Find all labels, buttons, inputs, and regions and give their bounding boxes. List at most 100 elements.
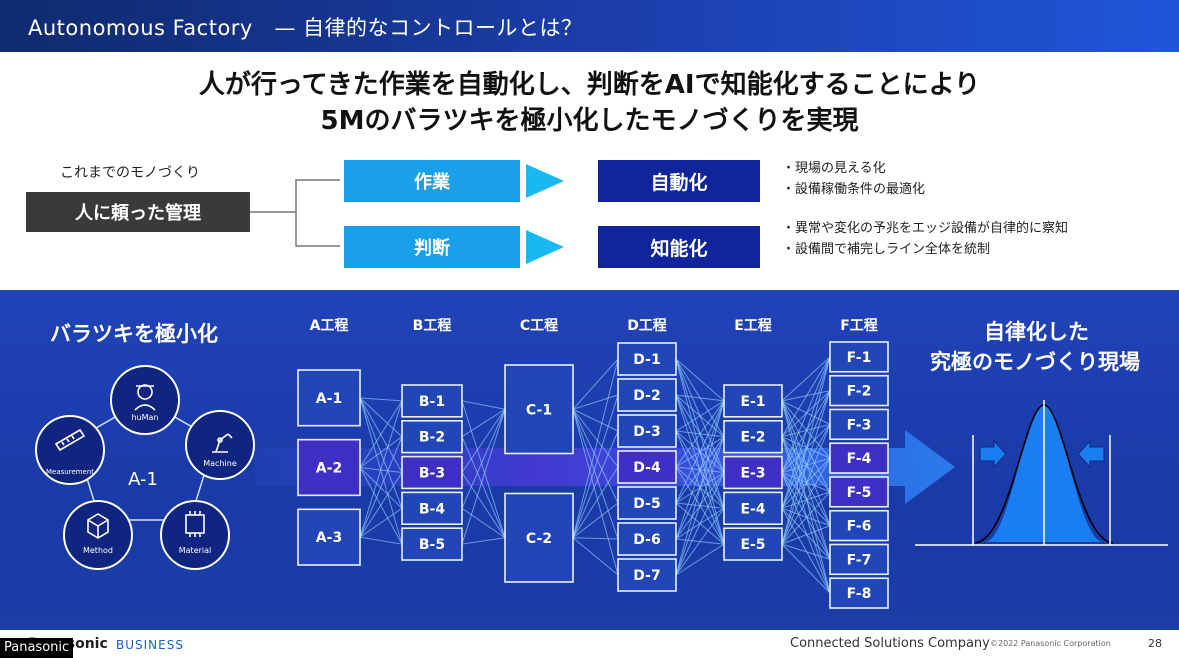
network-link [781,436,831,459]
network-link [359,397,403,402]
m-label-measurement: Measurement [46,468,94,476]
m-label-material: Material [179,546,212,555]
network-link [781,457,831,473]
process-node-label: F-3 [847,417,872,433]
process-node [297,438,361,497]
network-link [359,397,403,473]
robot-arm-icon [212,433,233,453]
process-node [297,369,361,427]
m-node-machine [185,410,255,480]
network-link [572,466,619,539]
network-link [781,472,831,493]
network-link [461,507,506,539]
network-link [781,472,831,526]
network-link [675,400,725,576]
process-node-label: E-2 [740,430,765,446]
network-link [461,537,506,545]
process-node-label: D-3 [633,424,660,440]
network-link [781,491,831,545]
network-link [675,400,725,468]
network-link [572,358,619,538]
network-link [572,502,619,539]
process-node [829,476,889,508]
distribution-graph [915,400,1168,546]
network-link [572,408,619,432]
network-link [675,358,725,402]
process-node-label: F-6 [847,519,872,535]
result-box-automation: 自動化 [598,160,760,202]
network-link [781,356,831,437]
process-node-label: B-2 [419,430,445,446]
cube-icon [87,513,109,539]
process-node-label: D-7 [633,568,660,584]
process-node-label: D-2 [633,388,660,404]
bullet-item: 現場の見える化 [782,158,925,179]
arrow-left-icon [1077,439,1105,469]
panel-right-title-1: 自律化した [984,320,1089,344]
network-link [572,430,619,538]
network-link [461,408,506,438]
network-link [359,507,403,538]
network-link [781,472,831,594]
process-node-label: E-3 [740,466,765,482]
process-node [829,577,889,609]
network-link [781,472,831,560]
process-node [297,508,361,566]
process-label: A工程 [310,318,349,334]
bullet-list-1: 現場の見える化 設備稼働条件の最適化 [782,158,925,200]
m-label-machine: Machine [203,459,237,468]
process-node [617,558,677,592]
network-link [781,356,831,402]
process-node-label: C-2 [526,531,552,547]
process-node [401,491,463,525]
headline-line-2: 5Mのバラツキを極小化したモノづくりを実現 [320,106,859,136]
network-link [572,358,619,410]
network-link [781,400,831,526]
process-node [401,455,463,490]
process-node [723,527,783,561]
process-node-label: F-1 [847,350,872,366]
process-node [829,408,889,441]
ruler-icon [54,428,86,452]
slide-footer: Panasonic BUSINESS Connected Solutions C… [0,630,1179,658]
process-node-label: C-1 [526,402,552,418]
network-link [781,356,831,473]
process-node [723,491,783,525]
network-link [359,397,403,438]
process-node-label: F-2 [847,384,872,400]
arrow-icon [526,164,564,198]
network-link [461,400,506,538]
process-node [617,450,677,484]
process-label: E工程 [734,318,772,334]
network-link [359,400,403,468]
network-link [675,436,725,576]
flow-section: これまでのモノづくり 人に頼った管理 作業 自動化 現場の見える化 設備稼働条件… [0,150,1179,285]
process-node [829,374,889,407]
network-link [359,467,403,545]
worker-icon [134,384,156,411]
five-m-cluster: A-1 huMan Machine Material Method [35,365,255,570]
process-node-label: B-3 [419,466,445,482]
process-node [504,492,574,583]
network-link [675,400,725,504]
process-node [617,486,677,520]
network-link [572,409,619,504]
arrow-icon [526,230,564,264]
network-link [675,543,725,576]
process-node-label: B-4 [419,501,445,517]
process-node [829,341,889,373]
network-link [572,537,619,576]
network-link [359,397,403,545]
process-label: F工程 [840,318,878,334]
network-link [359,436,403,538]
cluster-center-label: A-1 [128,469,158,490]
network-link [781,356,831,545]
bullet-list-2: 異常や変化の予兆をエッジ設備が自律的に察知 設備間で補完しライン全体を統制 [782,218,1068,260]
process-node [401,420,463,454]
process-node [829,509,889,542]
network-link [572,409,619,576]
connector-lines [250,179,340,247]
network-link [359,397,403,509]
network-link [781,543,831,594]
process-node-label: E-5 [740,537,765,553]
